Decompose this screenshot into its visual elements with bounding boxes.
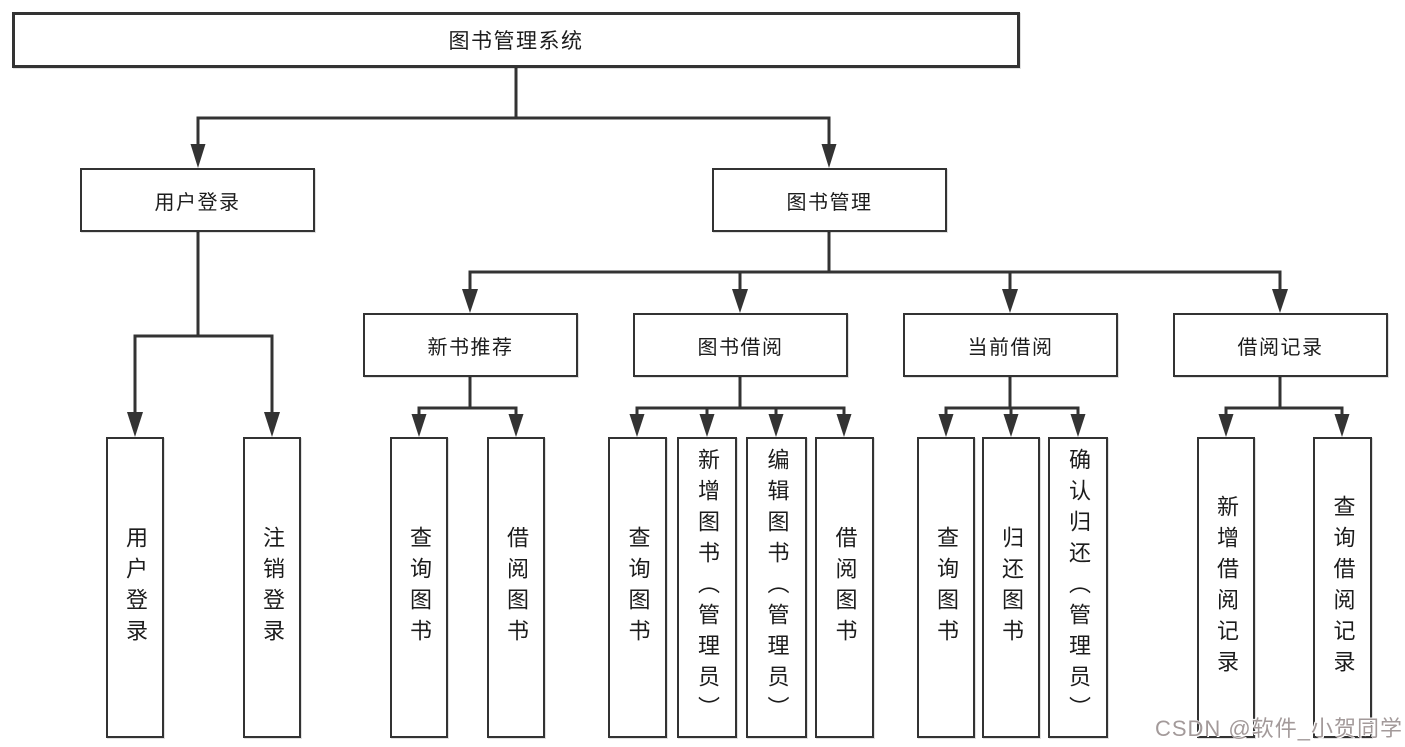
node-library-management-system: 图书管理系统 bbox=[12, 12, 1020, 68]
leaf-return-books: 归还图书 bbox=[982, 437, 1040, 738]
node-label: 查询图书 bbox=[407, 525, 432, 650]
leaf-confirm-return-admin: 确认归还（管理员） bbox=[1048, 437, 1108, 738]
node-label: 查询图书 bbox=[625, 525, 651, 650]
leaf-logout: 注销登录 bbox=[243, 437, 301, 738]
leaf-query-borrow-record: 查询借阅记录 bbox=[1313, 437, 1372, 738]
node-label: 归还图书 bbox=[999, 525, 1024, 650]
leaf-query-books: 查询图书 bbox=[608, 437, 667, 738]
node-book-management: 图书管理 bbox=[712, 168, 947, 232]
leaf-borrow-books: 借阅图书 bbox=[815, 437, 874, 738]
node-label: 借阅图书 bbox=[504, 525, 529, 650]
node-label: 确认归还（管理员） bbox=[1066, 448, 1091, 727]
leaf-borrow-books: 借阅图书 bbox=[487, 437, 545, 738]
leaf-add-borrow-record: 新增借阅记录 bbox=[1197, 437, 1255, 738]
node-label: 借阅图书 bbox=[832, 525, 858, 650]
leaf-query-books: 查询图书 bbox=[917, 437, 975, 738]
node-label: 查询借阅记录 bbox=[1330, 494, 1356, 681]
node-user-login: 用户登录 bbox=[80, 168, 315, 232]
node-label: 用户登录 bbox=[123, 525, 148, 650]
csdn-watermark: CSDN @软件_小贺同学 bbox=[1154, 716, 1403, 741]
node-book-borrowing: 图书借阅 bbox=[633, 313, 848, 377]
node-label: 借阅记录 bbox=[1237, 336, 1324, 359]
node-current-borrowing: 当前借阅 bbox=[903, 313, 1118, 377]
node-label: 用户登录 bbox=[154, 191, 241, 214]
node-label: 图书借阅 bbox=[697, 336, 784, 359]
node-label: 编辑图书（管理员） bbox=[764, 448, 790, 727]
node-label: 注销登录 bbox=[260, 525, 285, 650]
node-borrowing-records: 借阅记录 bbox=[1173, 313, 1388, 377]
leaf-user-login: 用户登录 bbox=[106, 437, 164, 738]
node-label: 新书推荐 bbox=[427, 336, 514, 359]
leaf-query-books: 查询图书 bbox=[390, 437, 448, 738]
node-new-book-recommendation: 新书推荐 bbox=[363, 313, 578, 377]
node-label: 当前借阅 bbox=[967, 336, 1054, 359]
node-label: 查询图书 bbox=[934, 525, 959, 650]
node-label: 新增图书（管理员） bbox=[695, 448, 720, 727]
leaf-add-book-admin: 新增图书（管理员） bbox=[677, 437, 737, 738]
node-label: 新增借阅记录 bbox=[1214, 494, 1239, 681]
node-label: 图书管理 bbox=[786, 191, 873, 214]
node-label: 图书管理系统 bbox=[448, 30, 584, 53]
leaf-edit-book-admin: 编辑图书（管理员） bbox=[746, 437, 807, 738]
